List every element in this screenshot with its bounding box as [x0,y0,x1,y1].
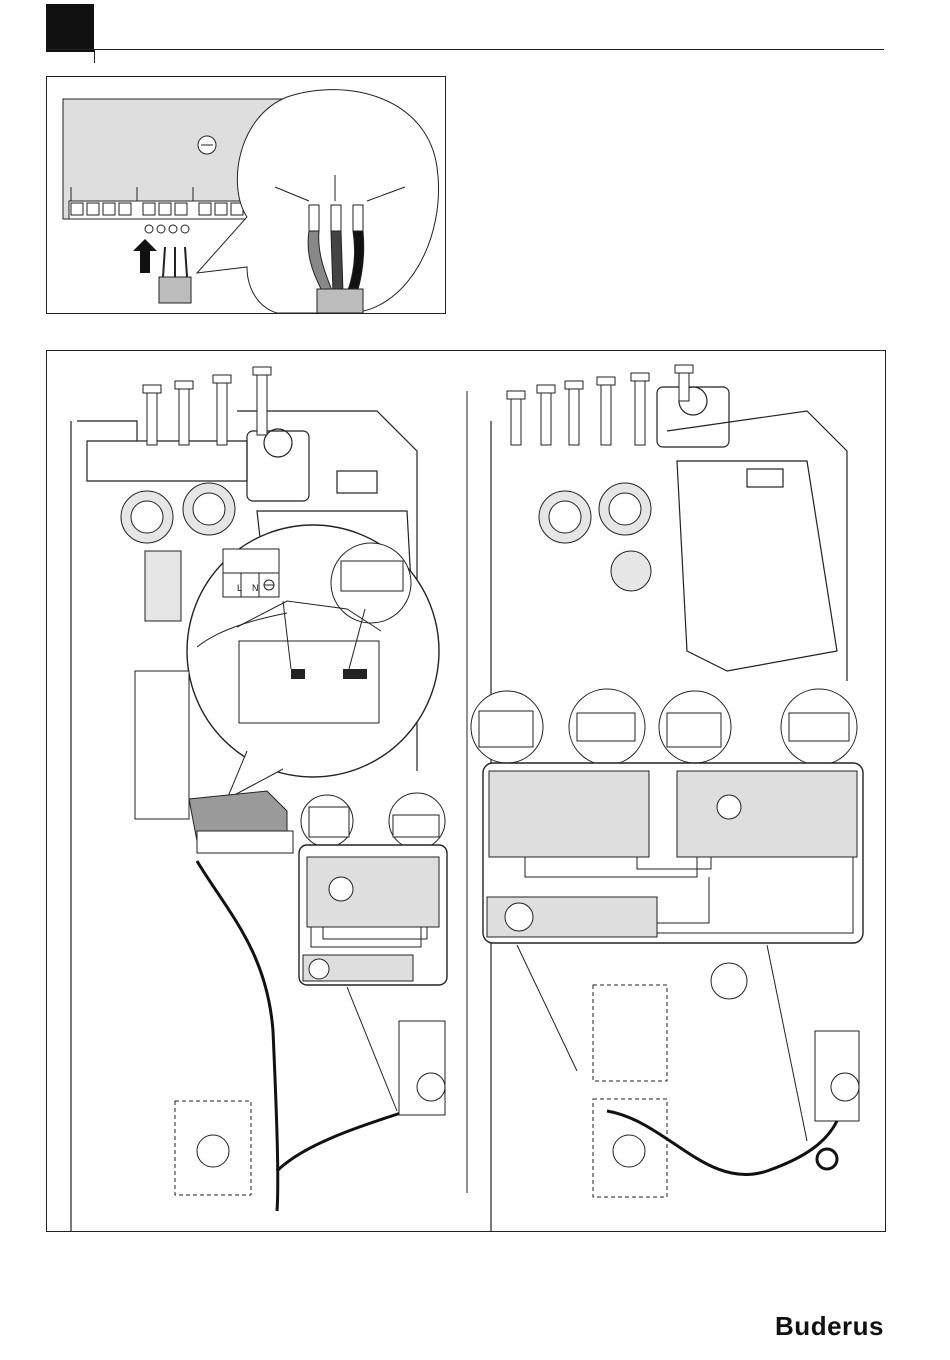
section-marker [46,4,94,52]
wiring-overview-figure: L N [46,350,886,1232]
terminal-connection-drawing [47,77,445,313]
terminal-connection-figure [46,76,446,314]
terminal-label-neutral: N [252,583,259,593]
brand-logo: Buderus [775,1311,884,1342]
terminal-label-live: L [237,583,242,593]
insert-arrow-icon [133,239,157,273]
header-tick [94,49,95,63]
header-rule [46,49,884,50]
wiring-overview-drawing [47,351,885,1231]
